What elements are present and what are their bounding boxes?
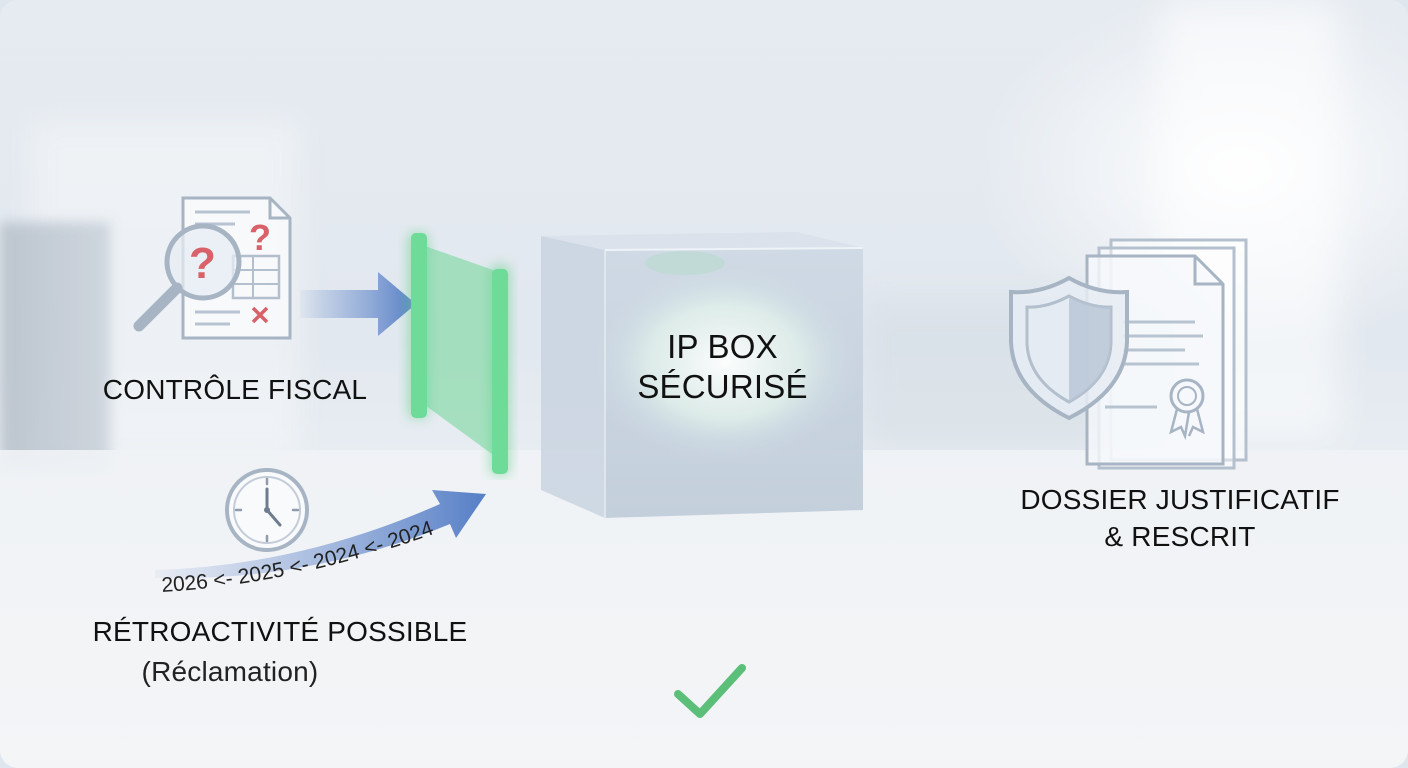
rescrit-label: & RESCRIT [1104, 521, 1256, 552]
background-dark-block [0, 222, 110, 472]
retroactivite-label: RÉTROACTIVITÉ POSSIBLE [92, 616, 468, 647]
clock-icon [225, 468, 309, 552]
arrow-right-icon [300, 272, 416, 336]
shield-icon [1009, 275, 1129, 421]
retroactivity-timeline: 2026 <- 2025 <- 2024 <- 2024 [155, 490, 486, 597]
dossier-label: DOSSIER JUSTIFICATIF [1020, 484, 1340, 515]
svg-text:?: ? [189, 239, 216, 288]
checkmark-icon [674, 664, 746, 718]
reclamation-label: (Réclamation) [141, 656, 319, 687]
timeline-text: 2026 <- 2025 <- 2024 <- 2024 [161, 517, 437, 597]
svg-text:?: ? [249, 217, 271, 258]
glass-cube [541, 232, 865, 518]
magnifier-question-document-icon: ? ? [133, 196, 292, 340]
ip-box-subtitle: SÉCURISÉ [637, 368, 808, 405]
green-gate-barrier [408, 233, 510, 475]
controle-fiscal-label: CONTRÔLE FISCAL [102, 374, 368, 405]
ip-box-title: IP BOX [667, 328, 778, 365]
